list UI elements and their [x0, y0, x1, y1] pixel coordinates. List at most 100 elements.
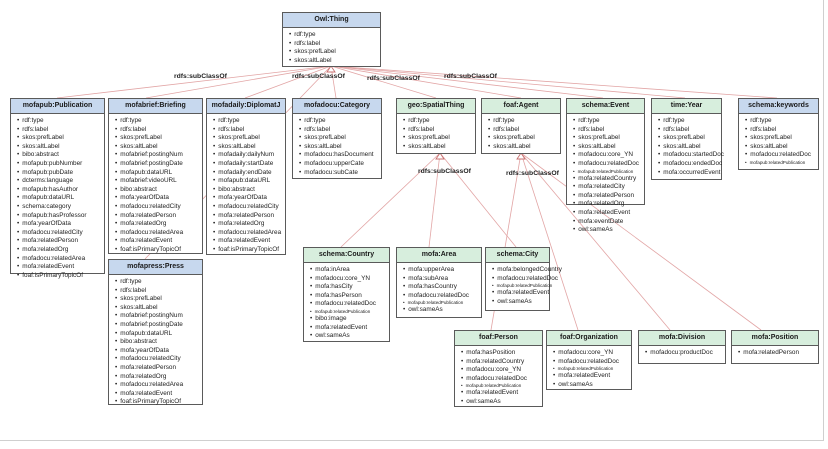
property-list: rdf:typerdfs:labelskos:prefLabelskos:alt…: [283, 28, 380, 67]
class-property: mofadocu:hasDocument: [299, 151, 377, 160]
class-property: mofa:relatedEvent: [213, 237, 281, 246]
class-mofapub-publication[interactable]: mofapub:Publicationrdf:typerdfs:labelsko…: [10, 98, 105, 279]
class-owl-thing[interactable]: Owl:Thingrdf:typerdfs:labelskos:prefLabe…: [282, 12, 381, 67]
class-schema-city[interactable]: schema:Citymofa:belongedCountrymofadocu:…: [485, 247, 562, 311]
class-property: mofadocu:relatedDoc: [461, 375, 538, 384]
class-property: mofadocu:relatedCity: [115, 203, 198, 212]
class-property: owl:sameAs: [573, 226, 640, 235]
class-mofapress-press[interactable]: mofapress:Pressrdf:typerdfs:labelskos:pr…: [108, 259, 203, 405]
class-property: mofadocu:relatedArea: [115, 229, 198, 238]
class-property: mofabrief:postingNum: [115, 151, 198, 160]
arrowhead-agent: [516, 152, 526, 160]
class-property: mofapub:relatedPublication: [310, 309, 385, 315]
class-property: mofa:relatedEvent: [553, 372, 627, 381]
class-property: mofapub:pubDate: [17, 169, 100, 178]
class-property: skos:prefLabel: [299, 134, 377, 143]
class-property: rdfs:label: [403, 126, 471, 135]
class-title: foaf:Organization: [547, 331, 631, 346]
class-property: skos:prefLabel: [745, 134, 814, 143]
class-property: skos:altLabel: [115, 304, 198, 313]
class-property: rdf:type: [573, 117, 640, 126]
arrowhead-thing: [326, 65, 336, 73]
class-property: rdf:type: [115, 278, 198, 287]
class-title: schema:Event: [567, 99, 644, 114]
class-property: mofadocu:relatedDoc: [573, 160, 640, 169]
class-property: mofa:relatedPerson: [738, 349, 814, 358]
class-property: foaf:isPrimaryTopicOf: [213, 246, 281, 255]
class-mofadaily-diplomatj[interactable]: mofadaily:DiplomatJrdf:typerdfs:labelsko…: [206, 98, 286, 255]
property-list: rdf:typerdfs:labelskos:prefLabelskos:alt…: [482, 114, 560, 153]
property-list: mofa:upperAreamofa:subAreamofa:hasCountr…: [397, 263, 481, 317]
class-property: mofadocu:core_YN: [310, 275, 385, 284]
class-property: mofapub:relatedPublication: [403, 300, 477, 306]
class-property: mofabrief:postingDate: [115, 160, 198, 169]
class-title: mofadaily:DiplomatJ: [207, 99, 285, 114]
class-property: bibo:abstract: [115, 338, 198, 347]
class-mofa-division[interactable]: mofa:Divisionmofadocu:productDoc: [638, 330, 726, 364]
class-property: mofa:relatedOrg: [573, 200, 640, 209]
class-property: mofa:relatedOrg: [115, 220, 198, 229]
link-city: [439, 152, 517, 248]
property-list: rdf:typerdfs:labelskos:prefLabelskos:alt…: [293, 114, 381, 179]
class-title: mofa:Area: [397, 248, 481, 263]
class-property: skos:altLabel: [17, 143, 100, 152]
link-org: [520, 152, 579, 331]
frame-border-bottom: [0, 440, 824, 441]
edge-label-subclassof: rdfs:subClassOf: [418, 168, 471, 175]
class-title: schema:Country: [304, 248, 389, 263]
class-property: owl:sameAs: [461, 398, 538, 407]
link-briefing: [145, 65, 332, 99]
class-property: mofadocu:relatedArea: [213, 229, 281, 238]
class-property: skos:prefLabel: [213, 134, 281, 143]
property-list: rdf:typerdfs:labelskos:prefLabelskos:alt…: [652, 114, 724, 179]
class-property: skos:prefLabel: [658, 134, 717, 143]
class-property: rdfs:label: [115, 126, 198, 135]
class-property: mofapub:relatedPublication: [461, 383, 538, 389]
class-property: dcterms:language: [17, 177, 100, 186]
edge-label-subclassof: rdfs:subClassOf: [506, 170, 559, 177]
class-property: rdfs:label: [213, 126, 281, 135]
edge-label-subclassof: rdfs:subClassOf: [367, 75, 420, 82]
class-time-year[interactable]: time:Yearrdf:typerdfs:labelskos:prefLabe…: [651, 98, 724, 180]
class-property: mofa:inArea: [310, 266, 385, 275]
class-property: bibo:abstract: [213, 186, 281, 195]
class-title: mofabrief:Briefing: [109, 99, 202, 114]
class-foaf-organization[interactable]: foaf:Organizationmofadocu:core_YNmofadoc…: [546, 330, 632, 390]
property-list: mofa:hasPositionmofa:relatedCountrymofad…: [455, 346, 542, 409]
class-property: mofa:yearOfData: [213, 194, 281, 203]
property-list: mofa:belongedCountrymofadocu:relatedDocm…: [486, 263, 562, 308]
class-schema-event[interactable]: schema:Eventrdf:typerdfs:labelskos:prefL…: [566, 98, 645, 233]
property-list: mofadocu:core_YNmofadocu:relatedDocmofap…: [547, 346, 631, 391]
class-property: mofadocu:relatedDoc: [492, 275, 558, 284]
class-property: mofadocu:relatedDoc: [310, 300, 385, 309]
property-list: rdf:typerdfs:labelskos:prefLabelskos:alt…: [567, 114, 644, 237]
class-foaf-agent[interactable]: foaf:Agentrdf:typerdfs:labelskos:prefLab…: [481, 98, 561, 154]
class-property: skos:prefLabel: [289, 48, 376, 57]
class-mofadocu-category[interactable]: mofadocu:Categoryrdf:typerdfs:labelskos:…: [292, 98, 382, 179]
class-property: rdfs:label: [745, 126, 814, 135]
class-property: mofabrief:videoURL: [115, 177, 198, 186]
class-property: mofabrief:postingDate: [115, 321, 198, 330]
class-mofa-area[interactable]: mofa:Areamofa:upperAreamofa:subAreamofa:…: [396, 247, 482, 318]
class-mofa-position[interactable]: mofa:Positionmofa:relatedPerson: [731, 330, 819, 364]
class-property: mofabrief:postingNum: [115, 312, 198, 321]
class-property: skos:altLabel: [658, 143, 717, 152]
class-property: skos:altLabel: [299, 143, 377, 152]
class-foaf-person[interactable]: foaf:Personmofa:hasPositionmofa:relatedC…: [454, 330, 543, 407]
property-list: mofadocu:productDoc: [639, 346, 725, 360]
class-property: mofadocu:relatedCity: [115, 355, 198, 364]
link-agent: [330, 65, 522, 99]
class-property: rdf:type: [299, 117, 377, 126]
property-list: rdf:typerdfs:labelskos:prefLabelskos:alt…: [207, 114, 285, 257]
class-property: skos:altLabel: [289, 57, 376, 66]
class-property: mofadocu:relatedArea: [115, 381, 198, 390]
class-title: mofapress:Press: [109, 260, 202, 275]
class-property: mofapub:relatedPublication: [553, 366, 627, 372]
class-schema-country[interactable]: schema:Country mofa:inAreamofadocu:core_Y…: [303, 247, 390, 342]
class-property: rdfs:label: [658, 126, 717, 135]
link-publication: [56, 65, 332, 99]
class-schema-keywords[interactable]: schema:keywordsrdf:typerdfs:labelskos:pr…: [738, 98, 819, 170]
link-year: [330, 65, 686, 99]
class-geo-spatialthing[interactable]: geo:SpatialThingrdf:typerdfs:labelskos:p…: [396, 98, 476, 154]
class-mofabrief-briefing[interactable]: mofabrief:Briefingrdf:typerdfs:labelskos…: [108, 98, 203, 254]
